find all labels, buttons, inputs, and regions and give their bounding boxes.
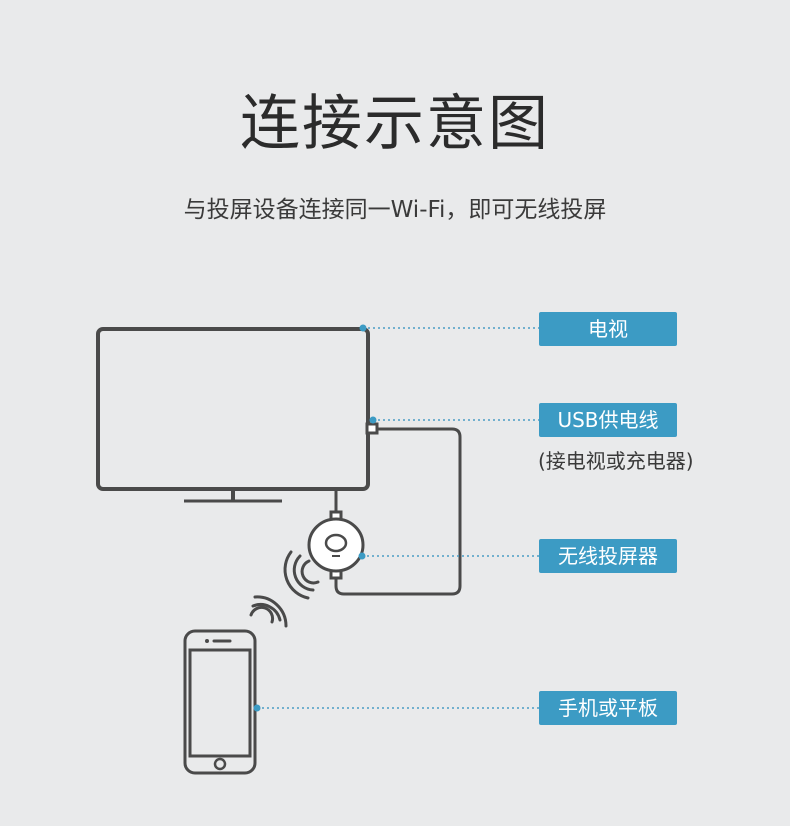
page-subtitle: 与投屏设备连接同一Wi-Fi，即可无线投屏 — [183, 197, 607, 223]
label-tv: 电视 — [539, 312, 677, 346]
wifi-signal-icon-phone — [249, 595, 288, 628]
wifi-signal-icon — [283, 550, 320, 600]
label-usb-cable: USB供电线 — [539, 403, 677, 437]
leader-lines — [257, 327, 539, 709]
dongle-icon — [307, 510, 365, 580]
page-title: 连接示意图 — [240, 89, 550, 159]
label-usb-note: (接电视或充电器) — [538, 449, 694, 473]
phone-icon — [183, 629, 257, 775]
label-dongle: 无线投屏器 — [539, 539, 677, 573]
leader-dots — [253, 324, 377, 712]
label-phone: 手机或平板 — [539, 691, 677, 725]
tv-icon — [96, 327, 370, 503]
usb-cable-icon — [334, 422, 462, 596]
